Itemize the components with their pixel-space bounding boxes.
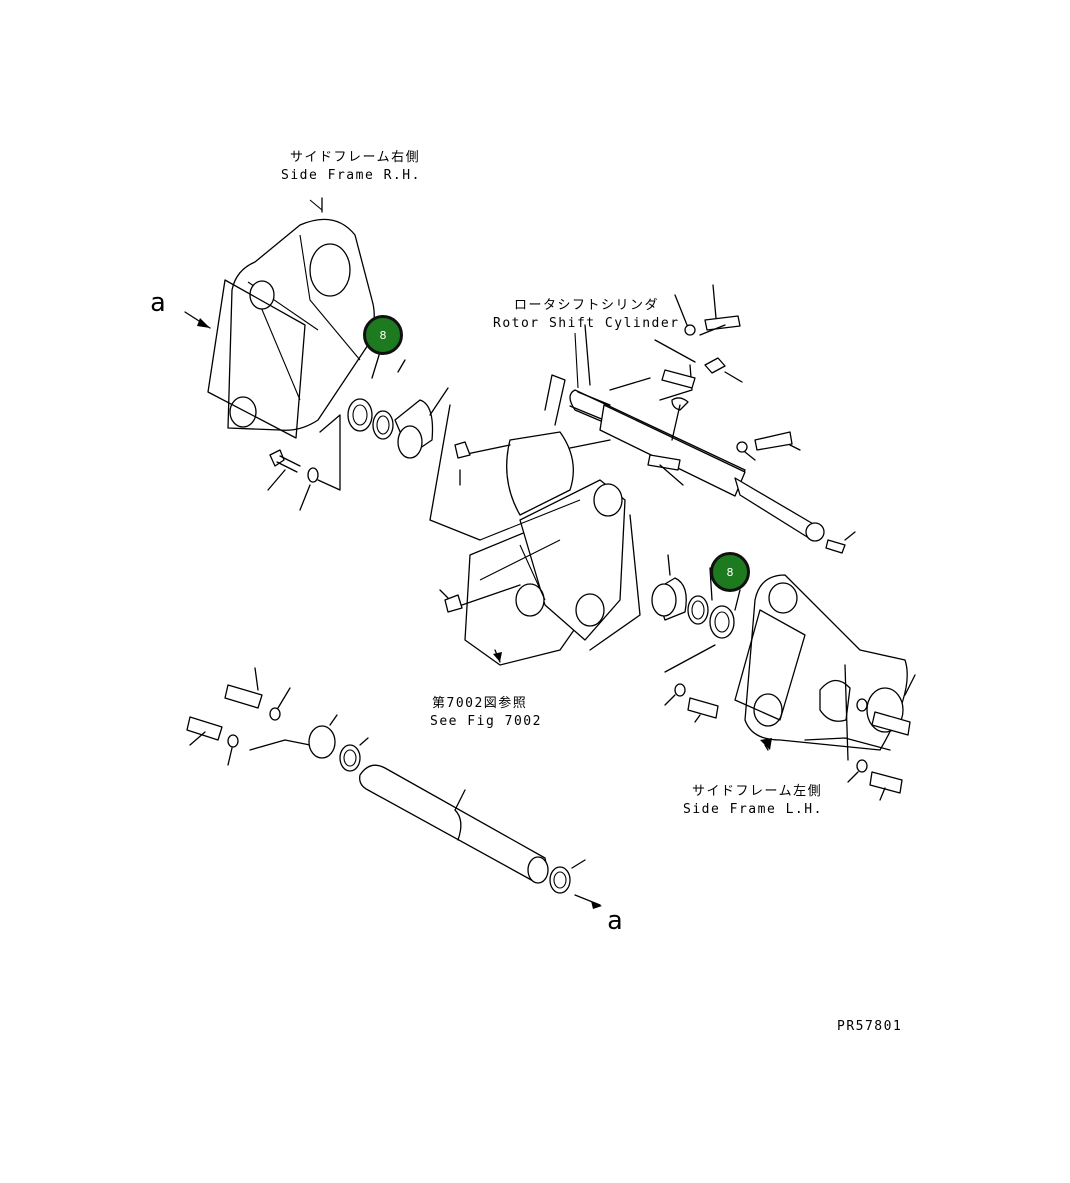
label-rotor-shift-cylinder-jp: ロータシフトシリンダ: [514, 298, 660, 313]
bushing-set-rh: [347, 351, 449, 459]
callout-number-lh: 8: [726, 565, 734, 579]
callout-badge-lh[interactable]: 8: [710, 552, 750, 592]
drawing-number: PR57801: [837, 1019, 903, 1034]
label-see-fig-en: See Fig 7002: [430, 714, 542, 729]
side-frame-lh-part: [664, 574, 916, 801]
lower-shaft-assembly: [186, 667, 602, 909]
bolt-washer-rh: [267, 414, 341, 511]
label-leaders: [309, 199, 579, 389]
rotor-frame-assembly: [429, 404, 641, 666]
bushing-set-lh: [651, 554, 741, 673]
callout-badge-rh[interactable]: 8: [363, 315, 403, 355]
label-side-frame-lh-en: Side Frame L.H.: [683, 802, 823, 817]
label-side-frame-lh-jp: サイドフレーム左側: [692, 784, 823, 799]
label-side-frame-rh-jp: サイドフレーム右側: [290, 150, 421, 165]
reference-letter-a-top: a: [150, 288, 166, 318]
reference-letter-a-bottom: a: [607, 906, 623, 936]
label-side-frame-rh-en: Side Frame R.H.: [281, 168, 421, 183]
callout-number-rh: 8: [379, 328, 387, 342]
bolts-washers-cylinder: [654, 284, 856, 554]
side-frame-rh-part: [184, 197, 375, 439]
label-rotor-shift-cylinder-en: Rotor Shift Cylinder: [493, 316, 680, 331]
rotor-shift-cylinder-part: [544, 324, 825, 542]
label-see-fig-jp: 第7002図参照: [432, 696, 528, 711]
